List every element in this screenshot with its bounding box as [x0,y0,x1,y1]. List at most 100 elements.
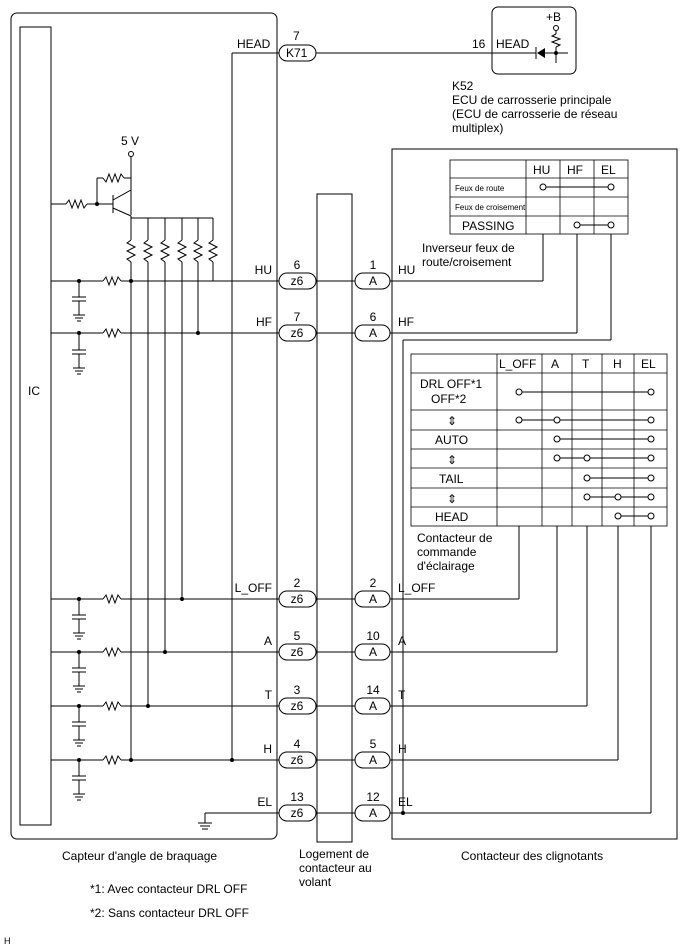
light-row-drl-off: DRL OFF*1 [420,377,483,391]
combination-switch-caption: Contacteur des clignotants [461,849,603,863]
z6-pin-number: 6 [294,258,301,272]
sensor-signal-label: EL [257,795,272,809]
light-row-head: HEAD [435,510,469,524]
switch-signal-label: HF [398,315,414,329]
light-row-arrow-2: ⇕ [447,453,457,467]
combination-switch-box [391,148,678,840]
a-pin-number: 10 [366,629,380,643]
z6-pin-number: 13 [290,790,304,804]
z6-connector [278,324,317,342]
z6-connector-label: z6 [291,274,304,288]
supply-voltage-label: 5 V [121,134,139,148]
z6-connector [278,697,317,715]
a-pin-number: 2 [370,576,377,590]
ecu-name-line3: multiplex) [452,121,503,135]
switch-signal-label: L_OFF [398,581,435,595]
pull-up-resistors [125,218,219,706]
ic-block [19,26,52,826]
switch-signal-label: EL [398,795,413,809]
a-connector-label: A [369,326,377,340]
a-pin-number: 12 [366,790,380,804]
z6-connector-label: z6 [291,326,304,340]
ecu-pin-label: HEAD [496,37,530,51]
corner-mark: H [4,936,11,946]
k71-connector: HEAD 7 K71 [237,29,492,62]
z6-connector-label: z6 [291,753,304,767]
switch-signal-label: H [398,742,407,756]
a-pin-number: 6 [370,310,377,324]
steering-switch-housing [316,193,353,843]
a-connector-label: A [369,699,377,713]
ecu-pin-number: 16 [472,37,486,51]
a-connector-label: A [369,592,377,606]
z6-connector-label: z6 [291,645,304,659]
z6-pin-number: 2 [294,576,301,590]
dimmer-header-el: EL [601,163,616,177]
z6-pin-number: 4 [294,737,301,751]
ecu-code: K52 [452,79,474,93]
a-connector-label: A [369,645,377,659]
ecu-k52: +B 16 HEAD K52 ECU de carrosserie princi… [452,6,617,135]
light-header-h: H [613,357,622,371]
ecu-name-line1: ECU de carrosserie principale [452,93,612,107]
light-row-tail: TAIL [439,472,464,486]
housing-caption-line2: contacteur au [299,861,372,875]
z6-pin-number: 5 [294,629,301,643]
switch-signal-label: A [398,634,406,648]
dimmer-switch-table: HU HF EL Feux de route Feux de croisemen… [422,159,629,269]
light-row-arrow-3: ⇕ [447,492,457,506]
z6-connector [278,643,317,661]
dimmer-caption-line2: route/croisement [422,255,512,269]
housing-caption-line1: Logement de [299,847,369,861]
z6-pin-number: 3 [294,683,301,697]
z6-connector-label: z6 [291,806,304,820]
light-row-off: OFF*2 [431,392,467,406]
dimmer-row-low-beam: Feux de croisement [455,203,526,212]
a-connector-label: A [369,753,377,767]
switch-signal-label: T [398,688,406,702]
k71-pin-number: 7 [293,29,300,43]
head-left-label: HEAD [237,37,271,51]
light-caption-line3: d'éclairage [417,559,475,573]
dimmer-header-hf: HF [567,163,583,177]
light-control-table: L_OFF A T H EL DRL OFF*1 OFF*2 ⇕ AUTO ⇕ … [410,353,668,573]
ic-label: IC [28,384,40,398]
light-header-a: A [551,357,559,371]
dimmer-header-hu: HU [533,163,550,177]
transistor-bias-network: 5 V [51,134,213,219]
ecu-power-label: +B [546,10,561,24]
sensor-signal-label: A [264,634,272,648]
note-2: *2: Sans contacteur DRL OFF [90,906,249,920]
k71-connector-label: K71 [286,46,308,60]
sensor-caption: Capteur d'angle de braquage [62,849,217,863]
z6-connector-label: z6 [291,699,304,713]
light-row-arrow-1: ⇕ [447,414,457,428]
dimmer-row-passing: PASSING [462,219,514,233]
light-row-auto: AUTO [435,433,468,447]
z6-connector [278,751,317,769]
housing-caption-line3: volant [299,875,332,889]
a-pin-number: 5 [370,737,377,751]
dimmer-caption-line1: Inverseur feux de [422,241,515,255]
steering-angle-sensor-box [10,12,278,840]
note-1: *1: Avec contacteur DRL OFF [90,882,247,896]
z6-pin-number: 7 [294,310,301,324]
a-pin-number: 1 [370,258,377,272]
z6-connector [278,590,317,608]
z6-connector [278,272,317,290]
light-caption-line1: Contacteur de [417,531,493,545]
sensor-signal-label: L_OFF [235,581,272,595]
light-header-el: EL [641,357,656,371]
dimmer-row-high-beam: Feux de route [455,184,505,193]
light-wiring [390,526,652,814]
ecu-name-line2: (ECU de carrosserie de réseau [452,107,617,121]
sensor-input-filters [51,52,279,830]
sensor-signal-label: T [265,688,273,702]
light-caption-line2: commande [417,545,477,559]
light-header-loff: L_OFF [499,357,536,371]
sensor-signal-label: HU [255,263,272,277]
a-connector-label: A [369,806,377,820]
switch-signal-label: HU [398,263,415,277]
